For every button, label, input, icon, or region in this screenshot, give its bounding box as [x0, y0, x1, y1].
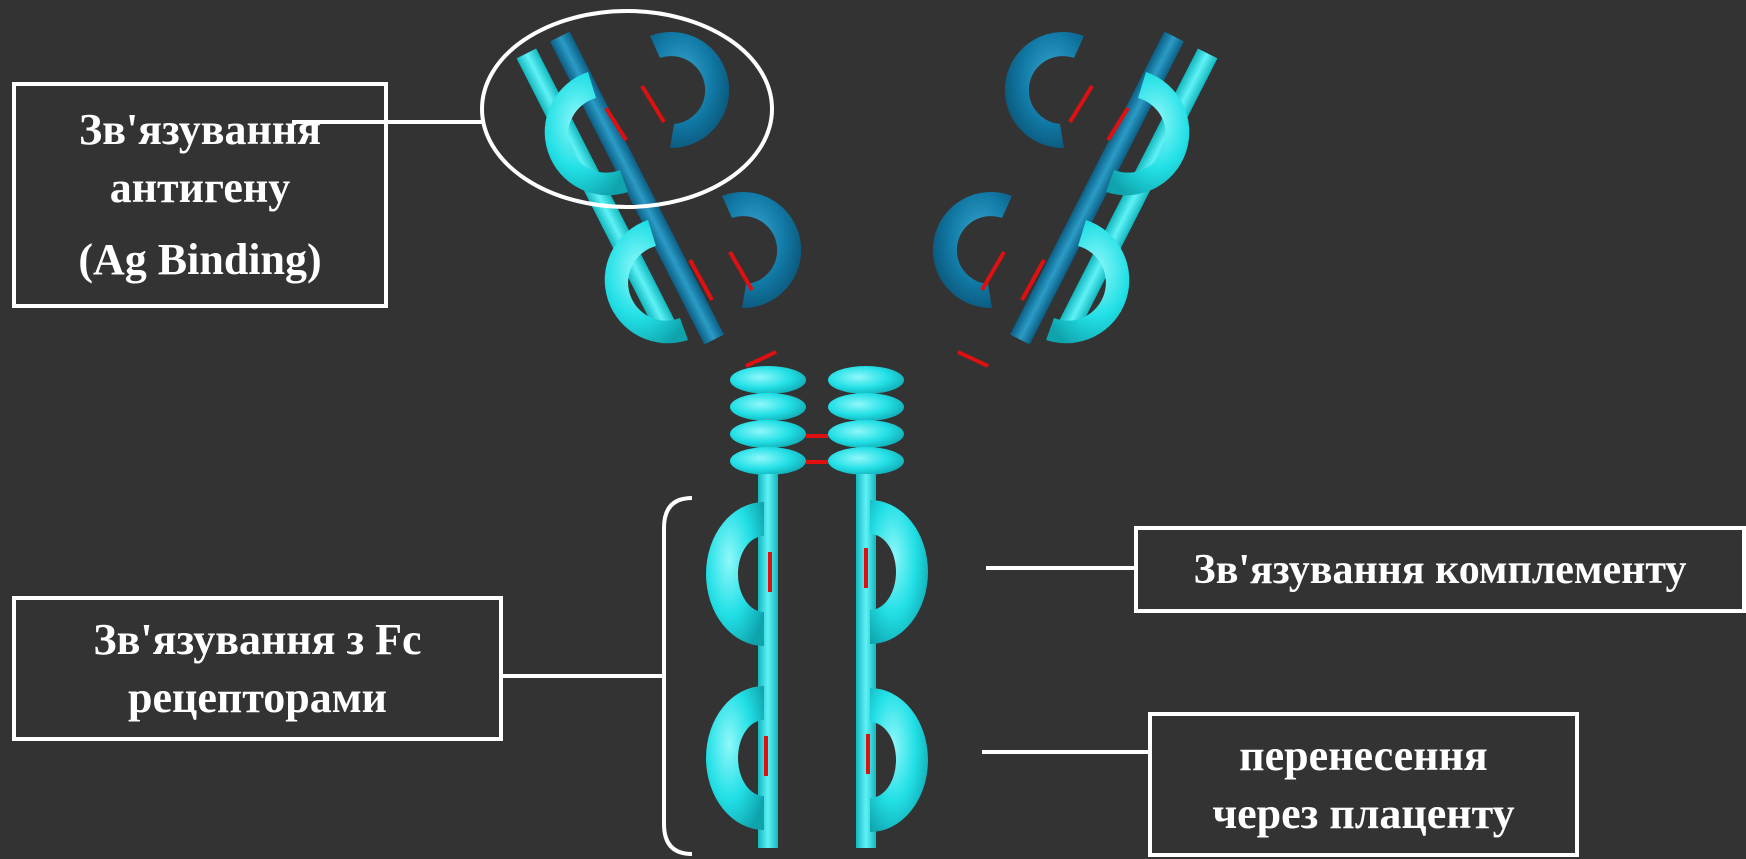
fc-receptor-label-box: Зв'язування з Fc рецепторами — [12, 596, 503, 741]
fc-region-bracket — [662, 496, 693, 856]
fc-right-ch3-domain — [870, 688, 928, 832]
right-arm-bond-4 — [980, 250, 1006, 292]
antibody-molecule — [516, 31, 1218, 848]
right-arm — [932, 31, 1218, 368]
fc-region — [706, 474, 928, 848]
complement-label-box: Зв'язування комплементу — [1134, 526, 1746, 613]
hinge-region — [730, 366, 904, 475]
fc-right-ch2-domain — [870, 500, 928, 644]
left-arm-bond-2 — [640, 84, 666, 124]
antigen-binding-label-line-2: антигену — [109, 163, 291, 212]
left-arm — [516, 31, 802, 368]
left-light-constant-domain — [604, 220, 688, 344]
left-light-variable-domain — [544, 72, 628, 196]
right-heavy-constant-domain — [932, 192, 1012, 309]
left-arm-bond-3 — [688, 259, 714, 301]
right-arm-hinge-bond — [957, 350, 989, 368]
left-arm-hinge-bond — [745, 350, 777, 368]
fc-right-chain — [856, 474, 876, 848]
antigen-binding-label-box: Зв'язування антигену (Ag Binding) — [12, 82, 388, 308]
left-heavy-chain — [550, 31, 724, 345]
right-arm-bond-2 — [1068, 84, 1094, 124]
left-arm-bond-1 — [604, 106, 628, 142]
placenta-label-line-1: перенесення — [1239, 730, 1488, 780]
right-heavy-chain — [1010, 31, 1184, 345]
complement-label: Зв'язування комплементу — [1193, 546, 1687, 593]
fc-left-ch3-domain — [706, 686, 764, 830]
left-heavy-constant-domain — [722, 192, 802, 309]
placenta-label-line-2: через плаценту — [1212, 788, 1515, 838]
antigen-binding-label-line-1: Зв'язування — [78, 105, 322, 154]
antigen-binding-highlight-ellipse — [480, 9, 774, 209]
placenta-label-box: перенесення через плаценту — [1148, 712, 1579, 857]
right-light-variable-domain — [1106, 72, 1190, 196]
fc-left-ch2-domain — [706, 502, 764, 646]
antigen-binding-label-line-3: (Ag Binding) — [78, 235, 322, 284]
right-heavy-variable-domain — [1004, 32, 1084, 149]
right-arm-bond-1 — [1106, 106, 1130, 142]
left-heavy-variable-domain — [650, 32, 730, 149]
fc-left-chain — [758, 474, 778, 848]
right-arm-bond-3 — [1020, 259, 1046, 301]
fc-receptor-label-line-1: Зв'язування з Fc — [93, 614, 422, 664]
right-light-constant-domain — [1046, 220, 1130, 344]
fc-receptor-label-line-2: рецепторами — [127, 672, 388, 722]
left-arm-bond-4 — [728, 250, 754, 292]
